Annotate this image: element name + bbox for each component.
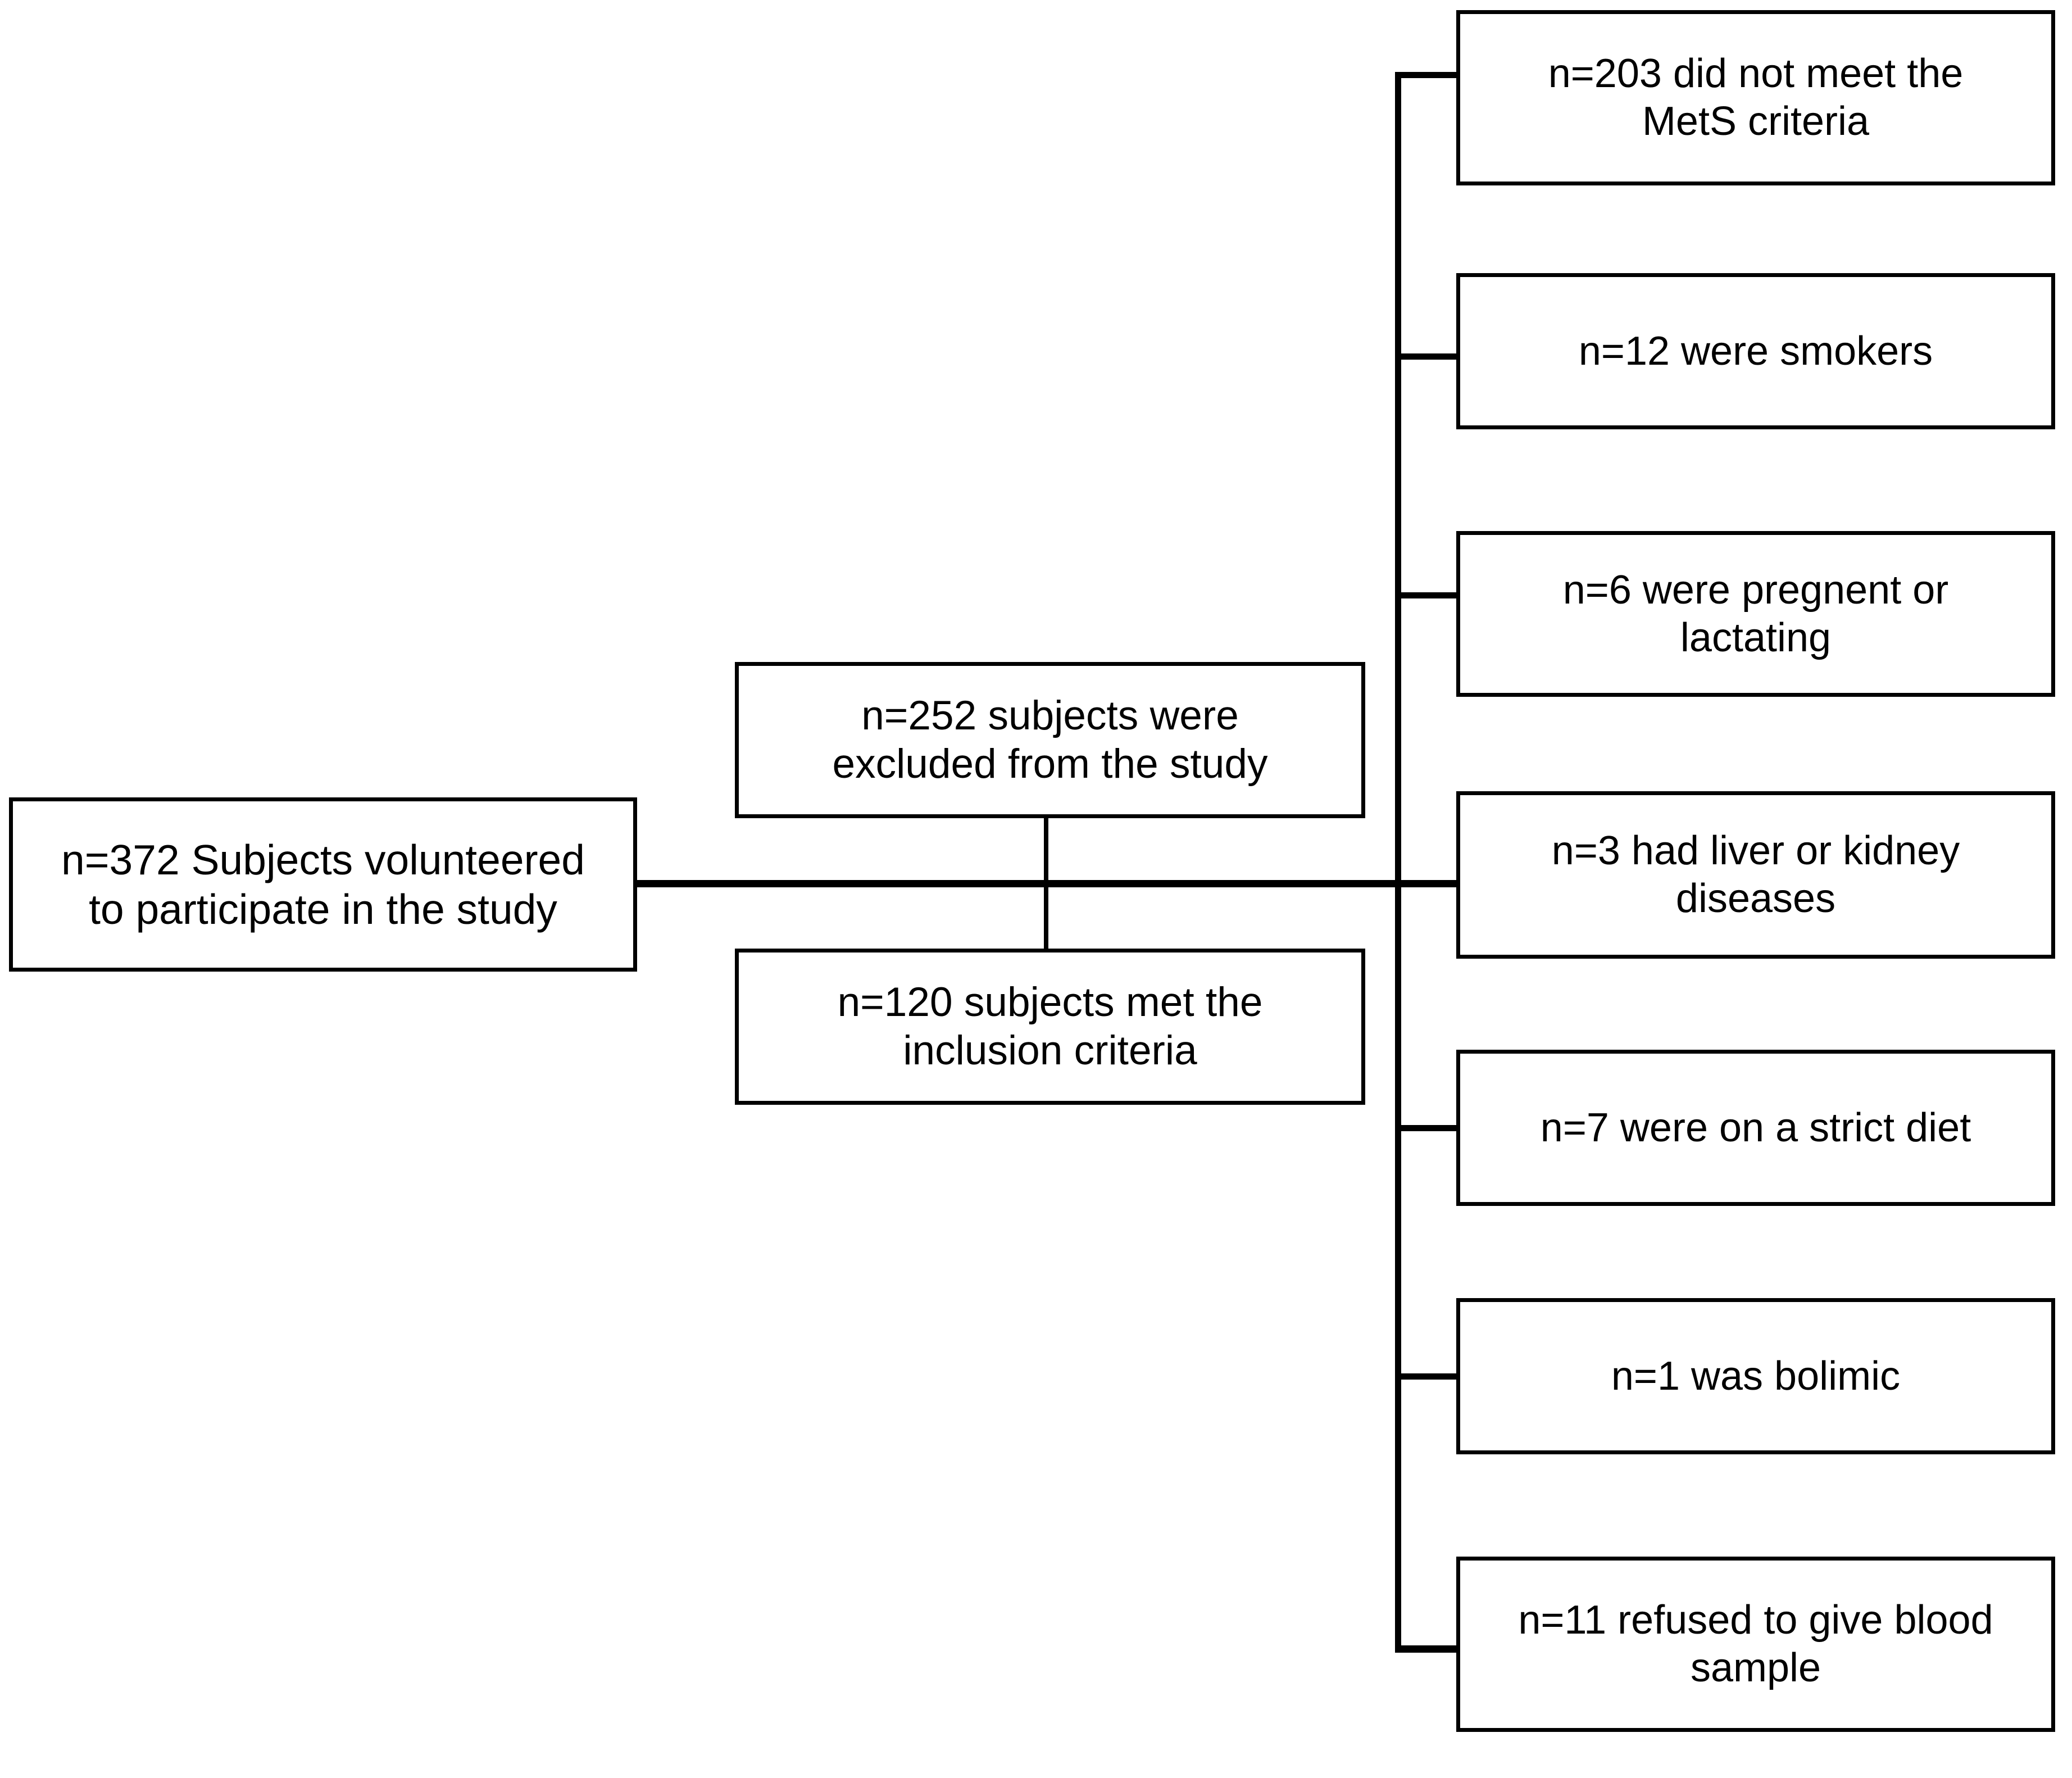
node-exclusion-blood-sample[interactable]: n=11 refused to give blood sample <box>1456 1557 2055 1732</box>
exclusion-spine-line <box>1395 75 1401 1650</box>
node-exclusion-strict-diet[interactable]: n=7 were on a strict diet <box>1456 1050 2055 1206</box>
trunk-horizontal-line <box>635 880 1400 887</box>
node-exclusion-liver-kidney-label: n=3 had liver or kidney diseases <box>1551 828 1960 921</box>
node-exclusion-bolimic[interactable]: n=1 was bolimic <box>1456 1298 2055 1454</box>
node-exclusion-smokers[interactable]: n=12 were smokers <box>1456 273 2055 429</box>
branch-stub-liver <box>1395 880 1458 887</box>
branch-stub-pregnant <box>1395 592 1458 598</box>
branch-stub-bolimic <box>1395 1373 1458 1380</box>
node-excluded-label: n=252 subjects were excluded from the st… <box>832 692 1268 787</box>
mid-vertical-connector-line <box>1044 817 1048 950</box>
node-source-volunteered[interactable]: n=372 Subjects volunteered to participat… <box>9 797 637 972</box>
node-exclusion-blood-sample-label: n=11 refused to give blood sample <box>1518 1598 1993 1690</box>
branch-stub-diet <box>1395 1125 1458 1131</box>
branch-stub-smokers <box>1395 353 1458 360</box>
node-exclusion-strict-diet-label: n=7 were on a strict diet <box>1540 1105 1971 1150</box>
node-excluded[interactable]: n=252 subjects were excluded from the st… <box>735 662 1365 818</box>
node-exclusion-mets[interactable]: n=203 did not meet the MetS criteria <box>1456 10 2055 185</box>
node-included-label: n=120 subjects met the inclusion criteri… <box>837 979 1263 1073</box>
node-exclusion-pregnant[interactable]: n=6 were pregnent or lactating <box>1456 531 2055 697</box>
node-exclusion-liver-kidney[interactable]: n=3 had liver or kidney diseases <box>1456 791 2055 959</box>
node-exclusion-mets-label: n=203 did not meet the MetS criteria <box>1548 51 1964 144</box>
branch-stub-blood <box>1395 1645 1458 1653</box>
node-source-label: n=372 Subjects volunteered to participat… <box>61 836 585 933</box>
branch-stub-mets <box>1395 72 1458 78</box>
node-exclusion-smokers-label: n=12 were smokers <box>1578 328 1933 374</box>
node-included[interactable]: n=120 subjects met the inclusion criteri… <box>735 949 1365 1105</box>
node-exclusion-pregnant-label: n=6 were pregnent or lactating <box>1562 567 1949 660</box>
node-exclusion-bolimic-label: n=1 was bolimic <box>1611 1353 1901 1399</box>
